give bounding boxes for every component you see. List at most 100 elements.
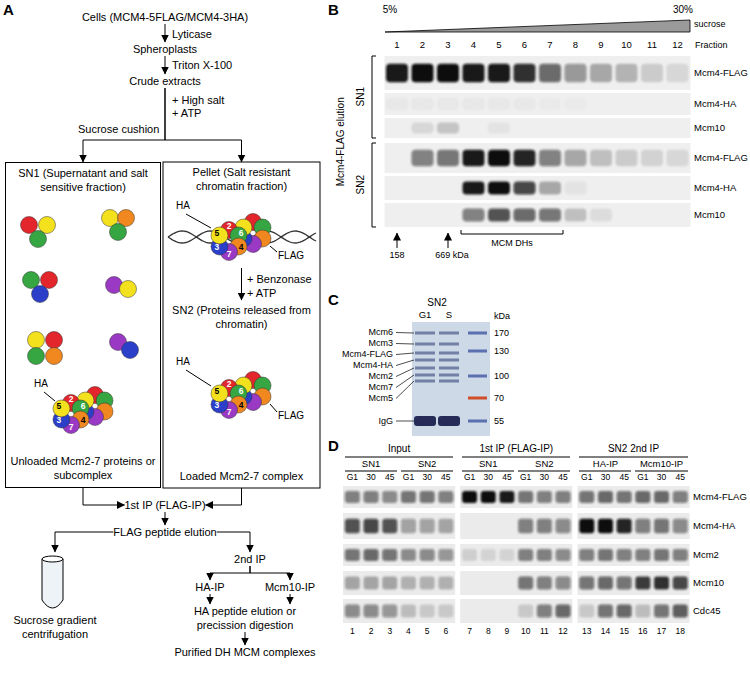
blot-strip — [343, 544, 455, 566]
label: G1 — [520, 473, 531, 483]
label: 7 — [547, 40, 552, 51]
label: HA-IP — [593, 459, 618, 470]
panel-letter: D — [328, 437, 339, 454]
label: 55 — [494, 416, 504, 426]
blot-band — [488, 123, 510, 134]
blot-band — [412, 150, 434, 167]
label: 10 — [521, 627, 530, 637]
tube-top — [42, 556, 63, 562]
blot-band — [579, 519, 594, 533]
label: Mcm4-HA — [694, 183, 736, 194]
band-group — [386, 64, 689, 222]
label: 11 — [540, 627, 549, 637]
node-text: HA-IP — [195, 580, 224, 594]
blot-band — [420, 604, 435, 617]
leader-line — [396, 381, 414, 399]
band-group — [345, 491, 688, 618]
gel-band — [439, 359, 459, 362]
label: 5 — [425, 627, 430, 637]
blot-band — [617, 576, 632, 589]
node-text: SN2 (Proteins released from chromatin) — [167, 303, 316, 331]
bracket — [372, 143, 376, 227]
blot-band — [673, 519, 688, 533]
label: 30 — [422, 473, 431, 483]
label: 30 — [484, 473, 493, 483]
label: 45 — [502, 473, 511, 483]
blot-band — [617, 549, 632, 561]
blot-band — [499, 491, 514, 503]
blot-band — [382, 576, 397, 589]
blot-band — [514, 64, 536, 83]
band-group — [414, 332, 487, 427]
label: 30 — [366, 473, 375, 483]
label: 30 — [657, 473, 666, 483]
leader-line — [396, 360, 414, 366]
label: 3 — [215, 401, 220, 411]
leader-line — [270, 404, 277, 412]
marker-band — [468, 397, 487, 400]
leader-line — [396, 353, 414, 355]
gel-band — [438, 416, 460, 426]
edge-label: Triton X-100 — [172, 58, 232, 72]
label: sucrose — [694, 19, 726, 29]
label: 7 — [467, 627, 472, 637]
label: 4 — [239, 243, 244, 253]
blot-band — [412, 98, 434, 110]
blot-band — [654, 604, 669, 617]
node-text: Purified DH MCM complexes — [174, 645, 315, 659]
blot-band — [481, 549, 496, 561]
blot-band — [539, 208, 561, 221]
blot-group — [385, 56, 691, 227]
blot-band — [518, 519, 533, 533]
blot-band — [463, 150, 485, 167]
blot-band — [565, 150, 587, 167]
gel-band — [439, 352, 459, 355]
mcm-subunit — [30, 231, 47, 248]
subcomplex-group — [21, 210, 139, 365]
label: kDa — [494, 311, 510, 321]
blot-band — [382, 519, 397, 533]
label: FLAG — [278, 250, 304, 262]
blot-band — [345, 519, 360, 533]
blot-strip — [343, 599, 455, 623]
blot-band — [556, 519, 571, 533]
gel-band — [415, 343, 435, 346]
label: 5 — [57, 402, 62, 412]
label: 10 — [621, 40, 632, 51]
gel-band — [415, 352, 435, 355]
blot-band — [598, 549, 613, 561]
flow-arrow — [250, 566, 290, 580]
panel-letter: C — [328, 291, 339, 308]
blot-band — [518, 549, 533, 561]
blot-strip — [460, 486, 572, 508]
label: HA — [176, 200, 190, 212]
flow-arrow — [165, 88, 242, 162]
label: Mcm4-FLAG — [342, 349, 393, 359]
marker-band — [468, 375, 487, 378]
label: 6 — [239, 229, 244, 239]
process-step: HA-IP — [195, 580, 224, 594]
blot-band — [579, 576, 594, 589]
label: Cdc45 — [693, 606, 720, 617]
blot-band — [673, 604, 688, 617]
label: 18 — [676, 627, 685, 637]
blot-band — [420, 549, 435, 561]
label: G1 — [347, 473, 358, 483]
process-step: 2nd IP — [234, 552, 266, 566]
label: SN2 — [535, 459, 553, 470]
blot-band — [617, 604, 632, 617]
blot-band — [556, 604, 571, 617]
node-text: Mcm10-IP — [265, 580, 315, 594]
node-text: Unloaded Mcm2-7 proteins or subcomplex — [10, 454, 156, 482]
blot-band — [518, 604, 533, 617]
mcm-subunit — [46, 332, 63, 349]
blot-strip — [385, 203, 691, 227]
blot-band — [437, 98, 459, 110]
blot-strip — [460, 513, 572, 539]
label: 669 kDa — [435, 250, 469, 260]
gel-band — [414, 416, 436, 426]
label: 30 — [601, 473, 610, 483]
mcm-subunit — [46, 348, 63, 365]
process-step: HA peptide elution or precission digesti… — [175, 604, 315, 632]
blot-band — [635, 576, 650, 589]
